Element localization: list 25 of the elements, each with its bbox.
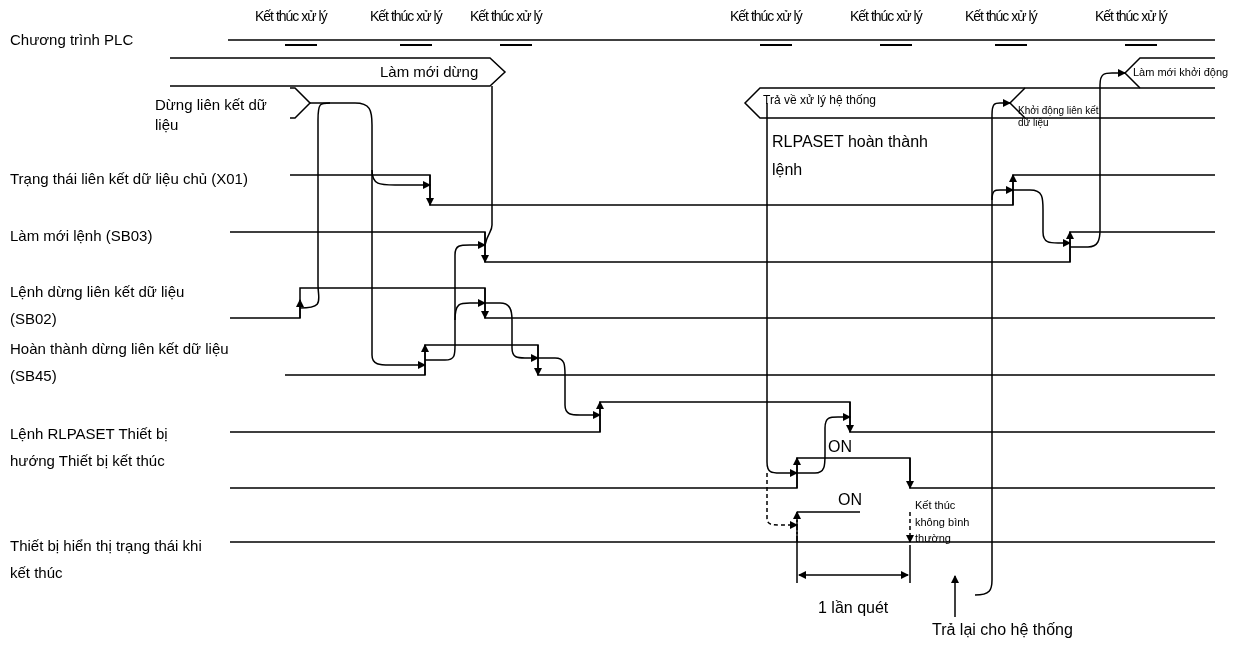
bus-label: Khởi động liên kết dữ liệu xyxy=(1018,105,1100,129)
event-label: Kết thúc xử lý xyxy=(1095,8,1167,25)
event-label: Kết thúc xử lý xyxy=(470,8,542,25)
note: Kết thúc không bình thường xyxy=(915,498,971,546)
signal-name: Thiết bị hiển thị trạng thái khi kết thúc xyxy=(10,536,203,583)
event-label: Kết thúc xử lý xyxy=(850,8,922,25)
signal-name: Chương trình PLC xyxy=(10,31,134,49)
dimension-label: 1 lần quét xyxy=(818,598,889,618)
bus-label: Trả về xử lý hệ thống xyxy=(763,93,876,108)
event-label: Kết thúc xử lý xyxy=(255,8,327,25)
event-label: Kết thúc xử lý xyxy=(370,8,442,25)
state-label: ON xyxy=(828,437,852,457)
signal-name: Làm mới lệnh (SB03) xyxy=(10,226,154,246)
bus-label: Làm mới khởi động xyxy=(1133,66,1229,80)
note: RLPASET hoàn thành lệnh xyxy=(772,132,929,180)
signal-name: Trạng thái liên kết dữ liệu chủ (X01) xyxy=(10,169,249,189)
note: Trả lại cho hệ thống xyxy=(932,620,1073,640)
signal-name: Lệnh dừng liên kết dữ liệu (SB02) xyxy=(10,282,186,329)
signal-name: Hoàn thành dừng liên kết dữ liệu (SB45) xyxy=(10,339,230,386)
bus-label: Dừng liên kết dữ liệu xyxy=(155,95,268,136)
event-label: Kết thúc xử lý xyxy=(730,8,802,25)
state-label: ON xyxy=(838,490,862,510)
bus-label: Làm mới dừng xyxy=(380,63,479,81)
event-label: Kết thúc xử lý xyxy=(965,8,1037,25)
signal-name: Lệnh RLPASET Thiết bị hướng Thiết bị kết thúc xyxy=(10,424,169,471)
